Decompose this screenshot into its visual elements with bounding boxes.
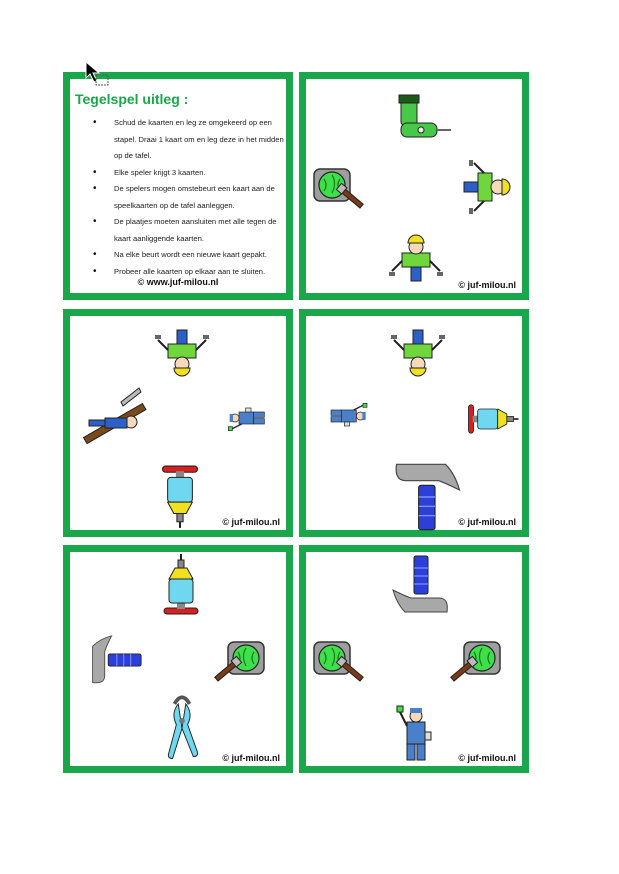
paint-bucket-icon <box>313 641 364 682</box>
worker-icon <box>388 234 444 282</box>
rules-title: Tegelspel uitleg : <box>75 91 189 107</box>
paint-bucket-icon <box>313 168 364 209</box>
jackhammer-icon <box>467 404 520 434</box>
jackhammer-icon <box>161 465 199 529</box>
tile-card-3: © juf-milou.nl <box>299 309 529 537</box>
card-credit: © juf-milou.nl <box>222 753 280 763</box>
rules-list: Schud de kaarten en leg ze omgekeerd op … <box>88 115 288 280</box>
hammer-icon <box>92 635 142 684</box>
painter-icon <box>330 402 368 427</box>
rule-item: Elke speler krijgt 3 kaarten. <box>88 165 288 182</box>
carpenter-icon <box>83 387 147 445</box>
rules-card: Tegelspel uitleg : Schud de kaarten en l… <box>63 72 293 300</box>
worker-icon <box>154 329 210 377</box>
rules-credit: © www.juf-milou.nl <box>137 277 219 287</box>
card-credit: © juf-milou.nl <box>222 517 280 527</box>
card-credit: © juf-milou.nl <box>458 517 516 527</box>
hammer-icon <box>392 555 448 613</box>
worker-icon <box>390 329 446 377</box>
tile-card-4: © juf-milou.nl <box>63 545 293 773</box>
painter-icon <box>227 407 266 432</box>
rule-item: De spelers mogen omstebeurt een kaart aa… <box>88 181 288 214</box>
tile-card-2: © juf-milou.nl <box>63 309 293 537</box>
card-credit: © juf-milou.nl <box>458 280 516 290</box>
jackhammer-icon <box>163 553 199 615</box>
paint-bucket-icon <box>214 641 265 682</box>
tile-card-1: © juf-milou.nl <box>299 72 529 300</box>
rule-item: Probeer alle kaarten op elkaar aan te sl… <box>88 264 288 281</box>
tile-card-5: © juf-milou.nl <box>299 545 529 773</box>
card-credit: © juf-milou.nl <box>458 753 516 763</box>
hammer-icon <box>395 463 461 531</box>
painter-icon <box>396 705 432 761</box>
worker-icon <box>463 159 511 215</box>
rule-item: Na elke beurt wordt een nieuwe kaart gep… <box>88 247 288 264</box>
drill-icon <box>398 94 452 138</box>
paint-bucket-icon <box>450 641 501 682</box>
mouse-cursor-icon <box>85 60 109 86</box>
rule-item: Schud de kaarten en leg ze omgekeerd op … <box>88 115 288 165</box>
pliers-icon <box>166 695 200 761</box>
rule-item: De plaatjes moeten aansluiten met alle t… <box>88 214 288 247</box>
